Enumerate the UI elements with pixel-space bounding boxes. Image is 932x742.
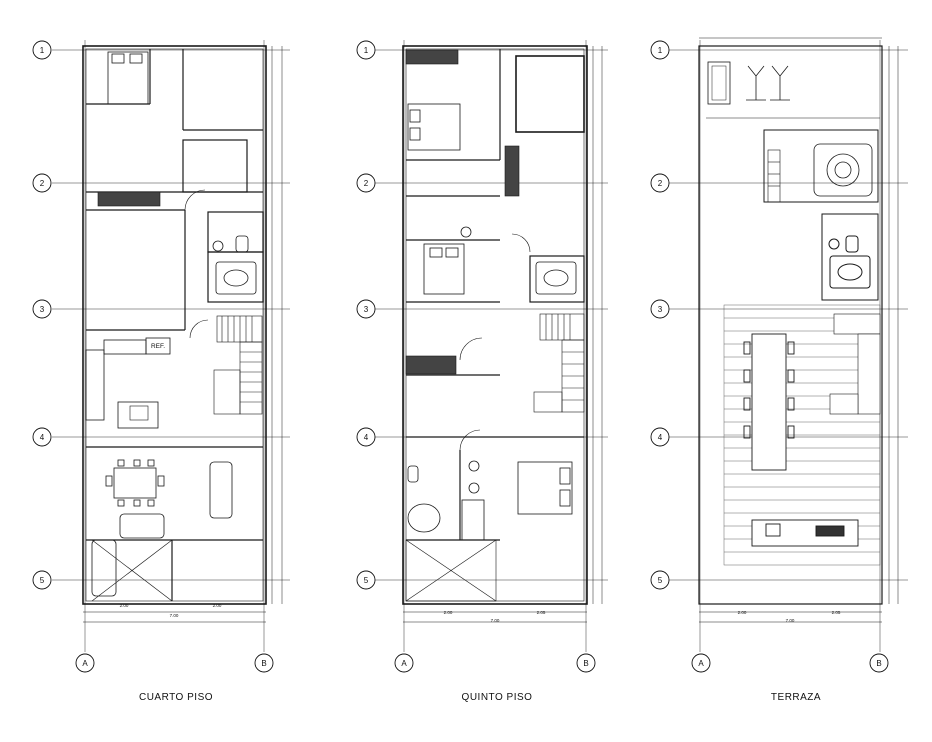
bbq-counter	[751, 519, 859, 547]
void-cross	[405, 539, 497, 602]
axis-bubble-row-2: 2	[32, 173, 52, 193]
axis-bubbles: 1 2 3 4 5A B 1 2 3 4 5A B 1 2 3 4 5A B	[32, 40, 889, 673]
axis-bubble-row-4-label: 4	[658, 433, 663, 442]
axis-bubble-row-5: 5	[650, 570, 670, 590]
dimension-texts: 2.00 2.00 7.00 2.00 2.05 7.00 2.00 2.05 7.00	[120, 603, 841, 623]
interior-walls	[86, 49, 264, 601]
dim-bottom-total: 7.00	[170, 613, 179, 618]
plan-title-cuarto: CUARTO PISO	[138, 692, 214, 703]
door-swings	[184, 189, 209, 339]
axis-bubble-col-a-label: A	[401, 659, 407, 668]
terrace-stairs	[829, 313, 881, 415]
axis-bubble-col-a-label: A	[698, 659, 704, 668]
plan-title-quinto: QUINTO PISO	[461, 692, 533, 703]
axis-bubble-row-2: 2	[356, 173, 376, 193]
axis-bubble-col-a-label: A	[82, 659, 88, 668]
bathroom	[407, 226, 577, 541]
label-ref: REF.	[151, 343, 165, 350]
dimension-lines	[699, 37, 899, 623]
axis-bubble-row-1-label: 1	[40, 46, 45, 55]
dining-set	[105, 459, 165, 507]
axis-bubble-row-4: 4	[356, 427, 376, 447]
grid-lines	[52, 40, 290, 652]
stairs	[533, 313, 585, 413]
window-hatch	[97, 191, 161, 207]
dim-bottom-total: 7.00	[491, 618, 500, 623]
axis-bubble-col-b: B	[254, 653, 274, 673]
axis-bubble-row-2-label: 2	[364, 179, 369, 188]
dim-bottom-right: 2.05	[537, 610, 546, 615]
outer-wall	[698, 45, 883, 605]
sofa	[91, 461, 233, 597]
axis-bubble-row-5: 5	[356, 570, 376, 590]
outdoor-table	[743, 333, 795, 471]
axis-bubble-col-b-label: B	[261, 659, 266, 668]
window-hatch	[405, 49, 520, 375]
axis-bubble-row-4-label: 4	[364, 433, 369, 442]
jacuzzi	[763, 129, 879, 203]
axis-bubble-col-b: B	[576, 653, 596, 673]
room-labels: REF.	[151, 343, 165, 350]
plan-title-terraza: TERRAZA	[770, 692, 822, 703]
dim-bottom-left: 2.00	[444, 610, 453, 615]
dim-bottom-total: 7.00	[786, 618, 795, 623]
axis-bubble-col-b-label: B	[876, 659, 881, 668]
axis-bubble-row-4: 4	[32, 427, 52, 447]
axis-bubble-col-b-label: B	[583, 659, 588, 668]
dim-bottom-right: 2.00	[213, 603, 222, 608]
axis-bubble-row-3-label: 3	[364, 305, 369, 314]
bathroom	[212, 235, 257, 295]
outer-wall	[82, 45, 267, 605]
stairs	[767, 149, 781, 203]
axis-bubble-row-5-label: 5	[40, 576, 45, 585]
outer-wall	[402, 45, 588, 605]
axis-bubble-row-3: 3	[650, 299, 670, 319]
plan-terraza	[668, 37, 908, 652]
stairs	[213, 315, 263, 415]
axis-bubble-row-1: 1	[356, 40, 376, 60]
bed	[407, 103, 573, 515]
plan-quinto-piso	[372, 40, 608, 652]
axis-bubble-row-5-label: 5	[364, 576, 369, 585]
kitchen	[85, 337, 171, 429]
axis-bubble-row-1: 1	[32, 40, 52, 60]
bed	[107, 51, 149, 105]
dimension-lines	[83, 46, 283, 623]
bathroom	[821, 213, 879, 301]
axis-bubble-row-2: 2	[650, 173, 670, 193]
axis-bubble-row-4: 4	[650, 427, 670, 447]
gym-equipment	[707, 61, 790, 105]
axis-bubble-col-a: A	[75, 653, 95, 673]
axis-bubble-row-4-label: 4	[40, 433, 45, 442]
axis-bubble-row-3-label: 3	[658, 305, 663, 314]
void-cross	[91, 539, 173, 602]
dim-bottom-left: 2.00	[738, 610, 747, 615]
interior-walls	[406, 49, 585, 541]
axis-bubble-col-b: B	[869, 653, 889, 673]
axis-bubble-col-a: A	[394, 653, 414, 673]
door-swings	[459, 233, 531, 451]
plan-cuarto-piso	[52, 40, 290, 652]
axis-bubble-row-3: 3	[356, 299, 376, 319]
axis-bubble-row-2-label: 2	[658, 179, 663, 188]
axis-bubble-row-5-label: 5	[658, 576, 663, 585]
axis-bubble-row-1-label: 1	[658, 46, 663, 55]
axis-bubble-row-5: 5	[32, 570, 52, 590]
axis-bubble-row-2-label: 2	[40, 179, 45, 188]
dim-bottom-left: 2.00	[120, 603, 129, 608]
axis-bubble-row-3: 3	[32, 299, 52, 319]
dim-bottom-right: 2.05	[832, 610, 841, 615]
axis-bubble-row-3-label: 3	[40, 305, 45, 314]
axis-bubble-col-a: A	[691, 653, 711, 673]
axis-bubble-row-1-label: 1	[364, 46, 369, 55]
dimension-lines	[403, 46, 603, 623]
axis-bubble-row-1: 1	[650, 40, 670, 60]
